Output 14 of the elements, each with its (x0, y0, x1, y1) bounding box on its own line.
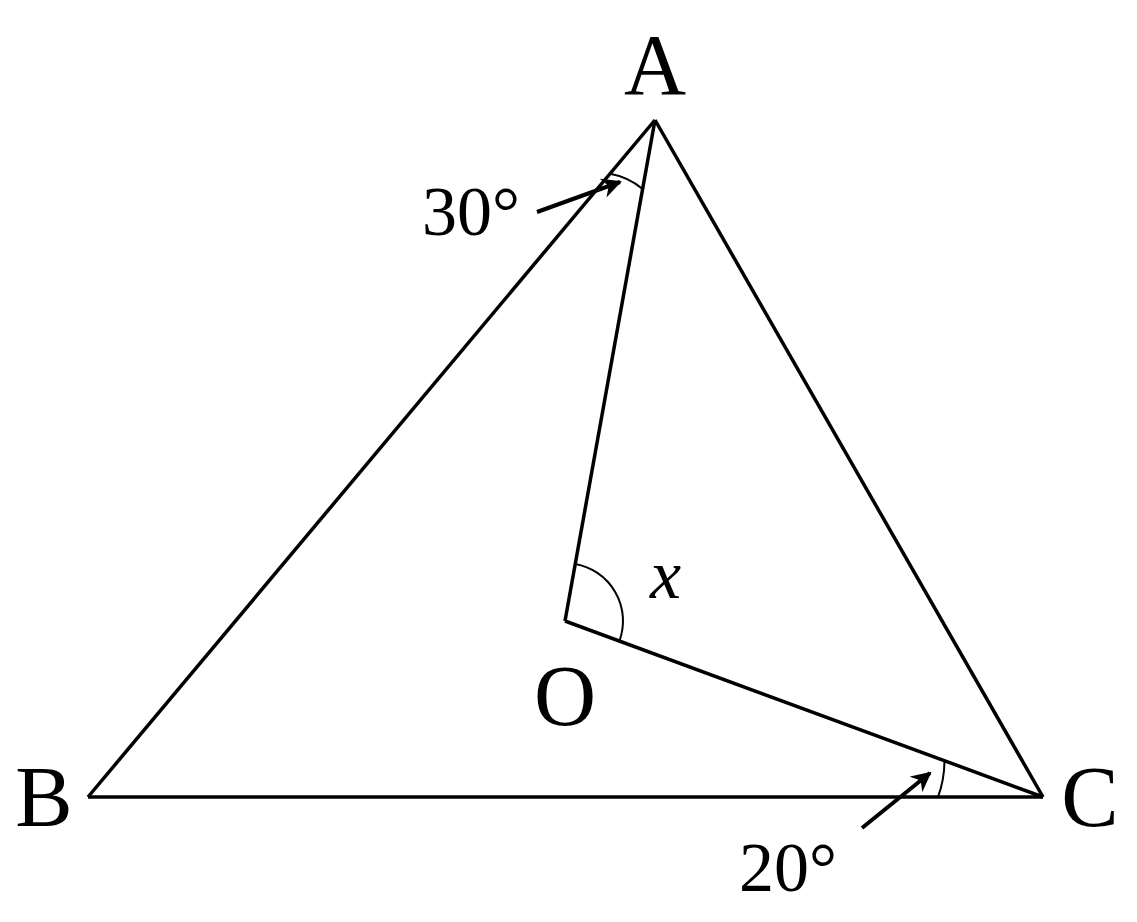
angle-label: 20° (722, 828, 854, 908)
leader-arrow (536, 178, 622, 214)
triangle-side (86, 118, 657, 799)
triangle-side (563, 119, 657, 622)
angle-label: 30° (405, 172, 537, 252)
vertex-label: O (525, 621, 605, 739)
angle-label: x (650, 540, 682, 610)
vertex-label: B (0, 757, 88, 837)
vertex-label: A (615, 22, 695, 120)
vertex-label: C (1043, 757, 1137, 837)
triangle-side (564, 619, 1044, 799)
triangle-side (88, 795, 1043, 799)
triangle-side (653, 119, 1045, 798)
leader-arrow (860, 771, 932, 830)
